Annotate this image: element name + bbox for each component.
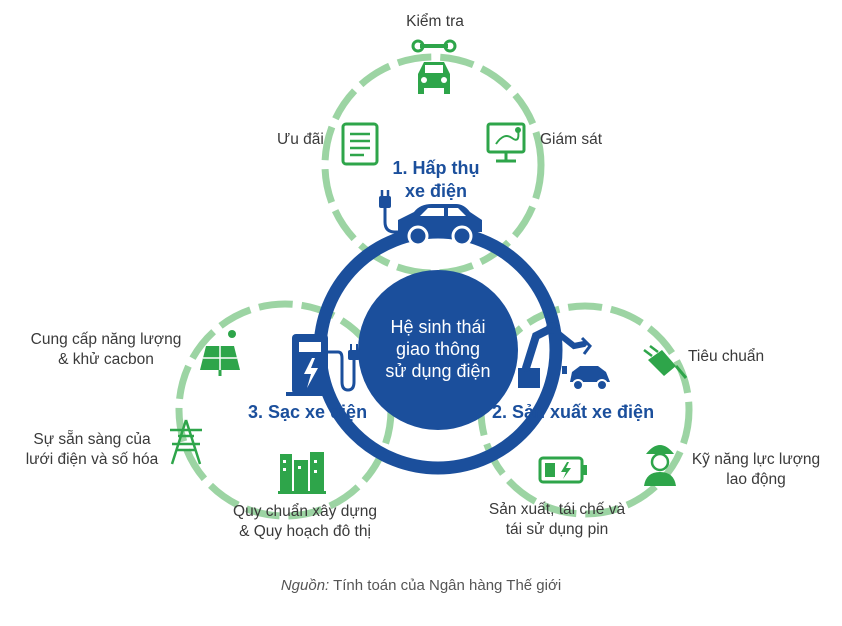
label-codes-line-1: Quy chuẩn xây dựng (233, 503, 377, 520)
label-grid: Sự sẵn sàng của lưới điện và số hóa (16, 430, 168, 470)
label-energy-line-1: Cung cấp năng lượng (30, 331, 182, 348)
center-line-1: Hệ sinh thái (390, 317, 485, 337)
label-workforce-line-2: lao động (726, 471, 786, 488)
worker-icon (644, 445, 676, 486)
robot-arm-icon (518, 322, 610, 391)
center-text: Hệ sinh thái giao thông sử dụng điện (385, 317, 490, 381)
label-inspection: Kiểm tra (406, 13, 464, 30)
charging-station-icon (286, 334, 360, 396)
center-line-2: giao thông (396, 339, 480, 359)
source-prefix: Nguồn: (280, 577, 330, 594)
source-note: Nguồn: Tính toán của Ngân hàng Thế giới (0, 577, 842, 594)
buildings-icon (278, 452, 326, 494)
center-disc (358, 270, 518, 430)
label-grid-line-1: Sự sẵn sàng của (33, 431, 151, 448)
label-workforce-line-1: Kỹ năng lực lượng (691, 451, 821, 468)
car-plug-icon (379, 190, 482, 247)
label-incentives: Ưu đãi (277, 131, 324, 148)
label-codes-line-2: & Quy hoạch đô thị (239, 523, 371, 540)
pillar-manufacturing: 2. Sản xuất xe điện (492, 402, 654, 422)
document-icon (341, 122, 379, 166)
label-energy: Cung cấp năng lượng & khử cacbon (18, 330, 194, 370)
pillar-adoption-line-2: xe điện (405, 181, 467, 201)
label-grid-line-2: lưới điện và số hóa (25, 451, 159, 468)
pillar-charging: 3. Sạc xe điện (248, 402, 367, 422)
solar-panel-icon (200, 330, 240, 376)
pillar-labels: 1. Hấp thụ xe điện 2. Sản xuất xe điện 3… (248, 158, 654, 422)
label-battery: Sản xuất, tái chế và tái sử dụng pin (472, 500, 642, 540)
label-standards: Tiêu chuẩn (688, 348, 765, 365)
label-workforce: Kỹ năng lực lượng lao động (686, 450, 826, 490)
label-energy-line-2: & khử cacbon (58, 351, 154, 368)
label-battery-line-1: Sản xuất, tái chế và (488, 501, 626, 518)
battery-icon (538, 456, 587, 484)
power-tower-icon (170, 419, 202, 465)
wrench-car-icon (411, 39, 457, 94)
adoption-ring (321, 53, 545, 277)
center-line-3: sử dụng điện (385, 361, 490, 381)
plug-icon (643, 345, 688, 379)
label-codes: Quy chuẩn xây dựng & Quy hoạch đô thị (220, 502, 390, 542)
pillar-adoption-line-1: 1. Hấp thụ (392, 158, 479, 178)
label-monitoring: Giám sát (540, 131, 603, 148)
label-battery-line-2: tái sử dụng pin (505, 521, 609, 538)
source-text: Tính toán của Ngân hàng Thế giới (329, 577, 562, 594)
monitor-route-icon (486, 122, 526, 163)
